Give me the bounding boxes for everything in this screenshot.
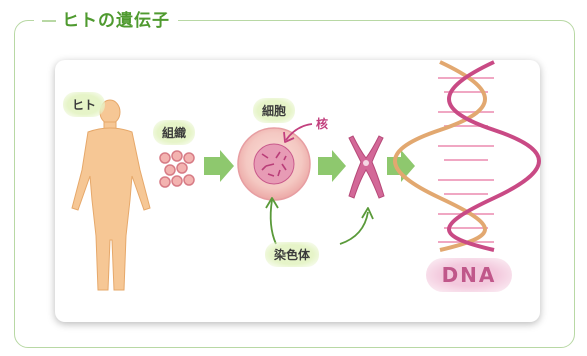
cell-circle [238, 128, 310, 200]
label-dna: DNA [426, 258, 512, 292]
label-cell: 細胞 [253, 98, 295, 123]
dna-helix [395, 62, 539, 250]
arrow-cell-to-chromosome [318, 150, 346, 182]
human-figure [72, 100, 150, 290]
arrow-chromosome-to-dna [387, 150, 415, 182]
chromosome-x [349, 136, 384, 198]
label-tissue: 組織 [153, 120, 195, 145]
tissue-cells [160, 151, 194, 187]
label-nucleus: 核 [316, 115, 328, 132]
arrow-tissue-to-cell [204, 150, 234, 182]
label-chromosome: 染色体 [265, 242, 319, 267]
label-human: ヒト [63, 92, 105, 117]
chromosome-pointer-arrows [266, 198, 373, 244]
